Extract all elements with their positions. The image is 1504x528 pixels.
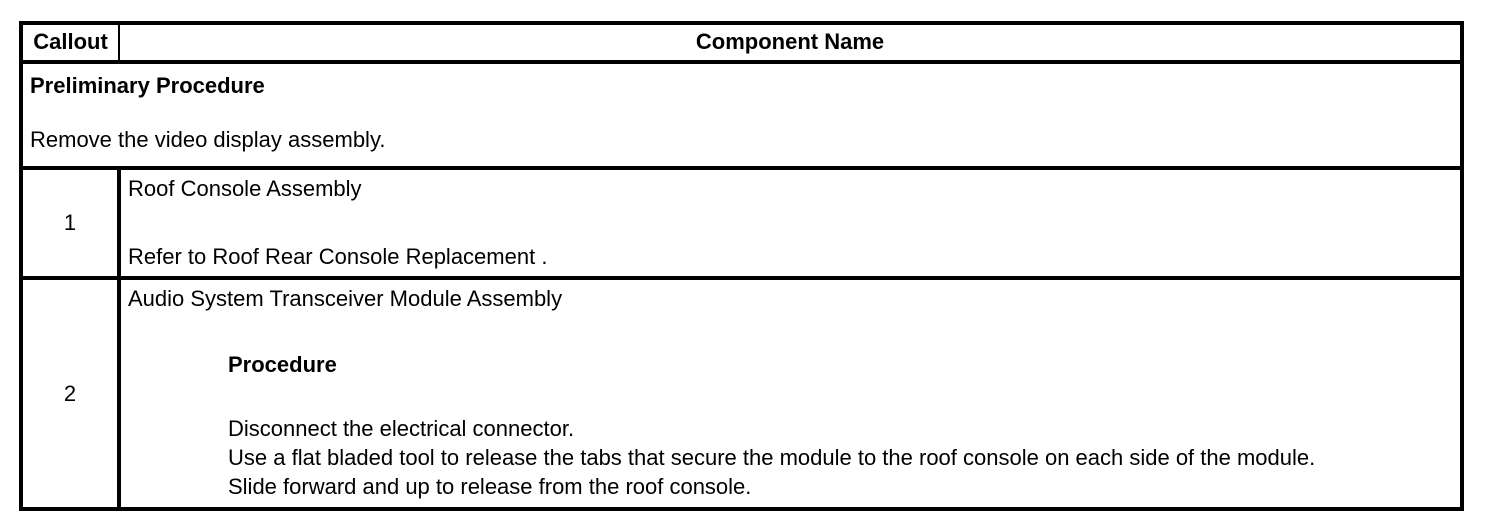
procedure-step-3: Slide forward and up to release from the…: [228, 474, 752, 499]
component-cell-1: Roof Console Assembly Refer to Roof Rear…: [118, 167, 1463, 280]
callout-number-2: 2: [20, 277, 121, 510]
column-header-component-name: Component Name: [118, 22, 1463, 64]
table-header-row: Callout Component Name: [20, 22, 1463, 64]
procedure-step-1: Disconnect the electrical connector.: [228, 416, 575, 441]
procedure-heading-2: Procedure: [228, 352, 337, 377]
table-row: 1 Roof Console Assembly Refer to Roof Re…: [20, 167, 1463, 280]
component-callout-table: Callout Component Name Preliminary Proce…: [19, 21, 1464, 511]
spacer: [128, 378, 1454, 414]
spacer: [30, 99, 1460, 127]
callout-number-1: 1: [20, 167, 121, 280]
component-name-2: Audio System Transceiver Module Assembly: [128, 286, 563, 311]
preliminary-procedure-cell: Preliminary Procedure Remove the video d…: [20, 61, 1463, 170]
component-reference-1: Refer to Roof Rear Console Replacement .: [128, 244, 548, 269]
spacer: [128, 312, 1454, 352]
table-row: 2 Audio System Transceiver Module Assemb…: [20, 277, 1463, 510]
procedure-step-2: Use a flat bladed tool to release the ta…: [228, 445, 1316, 470]
component-name-1: Roof Console Assembly: [128, 176, 362, 201]
column-header-callout: Callout: [20, 22, 120, 64]
preliminary-procedure-text: Remove the video display assembly.: [30, 127, 386, 152]
preliminary-procedure-title: Preliminary Procedure: [30, 73, 265, 98]
preliminary-procedure-row: Preliminary Procedure Remove the video d…: [20, 61, 1463, 170]
spacer: [128, 202, 1454, 244]
component-cell-2: Audio System Transceiver Module Assembly…: [118, 277, 1463, 510]
